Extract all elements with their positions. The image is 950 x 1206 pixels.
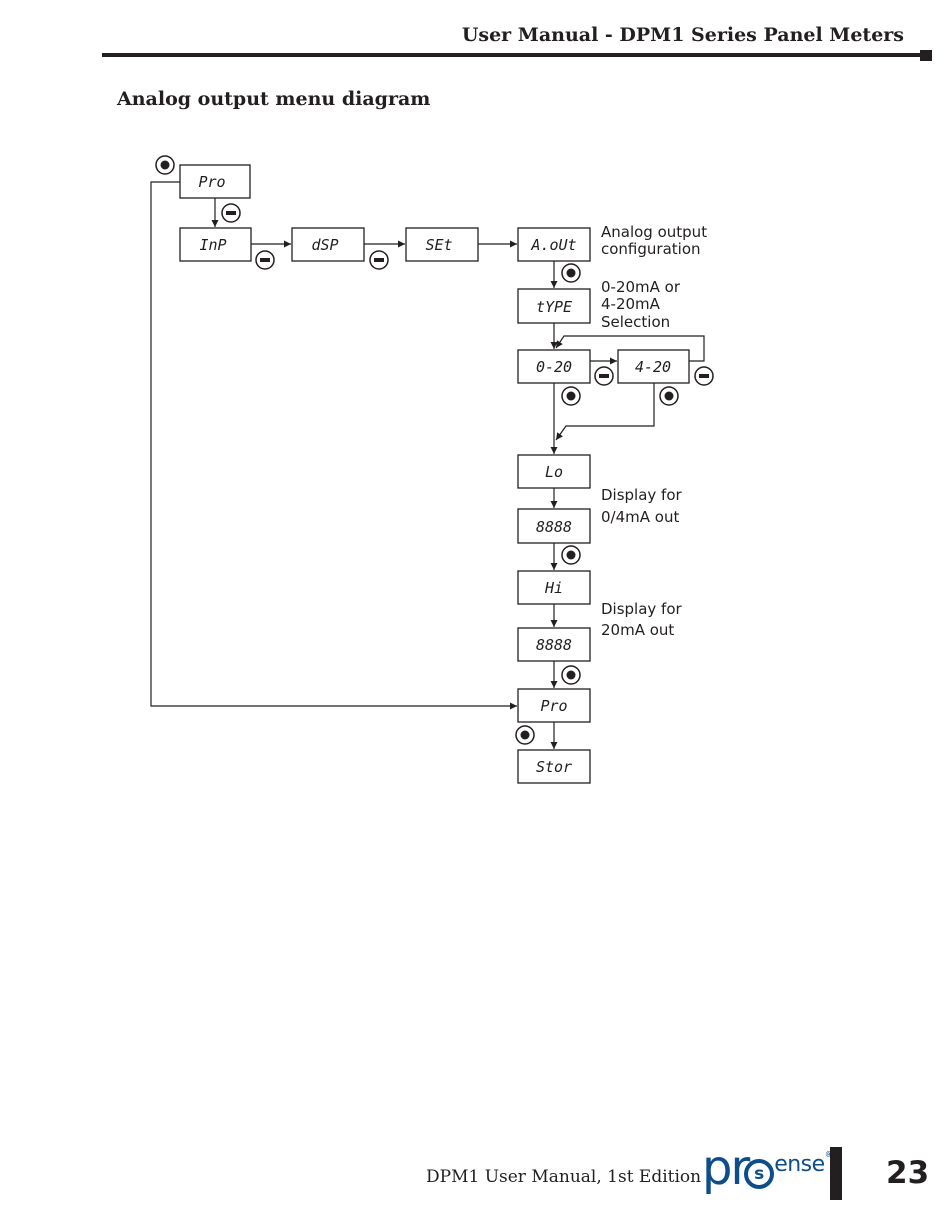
running-header: User Manual - DPM1 Series Panel Meters (461, 24, 904, 46)
display-text: Lo (545, 463, 563, 481)
loop-4-20-back-to-0-20 (555, 335, 705, 362)
page-number: 23 (886, 1155, 930, 1191)
display-box-dsp: dSP (291, 227, 365, 262)
display-box-type: tYPE (517, 288, 591, 324)
display-text: InP (199, 236, 226, 254)
section-title: Analog output menu diagram (117, 88, 431, 110)
enter-button-icon (561, 665, 581, 685)
enter-button-icon (561, 545, 581, 565)
display-text: Hi (544, 579, 563, 597)
display-box-lo: Lo (517, 454, 591, 489)
note-line: 0/4mA out (601, 508, 679, 526)
arrow-4-20-to-lo (555, 383, 655, 441)
display-text: Stor (536, 758, 572, 776)
note-line: Selection (601, 313, 670, 331)
note-line: Display for (601, 486, 683, 504)
footer-bar (830, 1147, 842, 1200)
display-text: dSP (311, 236, 338, 254)
minus-button-icon (594, 366, 614, 386)
minus-button-icon (221, 203, 241, 223)
display-box-hi-value: 8888 (517, 627, 591, 662)
note-line: Analog output (601, 223, 707, 241)
display-box-4-20: 4-20 (617, 349, 690, 384)
note-line: configuration (601, 240, 701, 258)
enter-button-icon (659, 386, 679, 406)
enter-button-icon (155, 155, 175, 175)
enter-button-icon (561, 263, 581, 283)
display-box-stor: Stor (517, 749, 591, 784)
note-display-low: Display for 0/4mA out (601, 486, 683, 526)
display-text: A.oUt (530, 236, 576, 254)
enter-button-icon (515, 725, 535, 745)
display-box-set: SEt (405, 227, 479, 262)
display-box-hi: Hi (517, 570, 591, 605)
display-text: Pro (198, 173, 225, 191)
note-line: 20mA out (601, 621, 674, 639)
display-text: Pro (540, 697, 567, 715)
footer-edition: DPM1 User Manual, 1st Edition (426, 1167, 702, 1187)
display-text: SEt (425, 236, 452, 254)
display-text: 8888 (536, 636, 572, 654)
display-text: tYPE (536, 298, 572, 316)
display-box-pro-bottom: Pro (517, 688, 591, 723)
note-line: 0-20mA or (601, 278, 681, 296)
display-box-lo-value: 8888 (517, 508, 591, 544)
enter-button-icon (561, 386, 581, 406)
display-box-pro-top: Pro (179, 164, 251, 199)
bypass-line-pro-to-pro (150, 181, 517, 710)
connector-lines (150, 181, 705, 749)
header-rule (102, 53, 924, 57)
note-analog-output-configuration: Analog output configuration (601, 223, 707, 258)
display-box-0-20: 0-20 (517, 349, 591, 384)
minus-button-icon (255, 250, 275, 270)
note-range-selection: 0-20mA or 4-20mA Selection (601, 278, 681, 331)
display-text: 0-20 (536, 358, 572, 376)
note-line: 4-20mA (601, 295, 661, 313)
display-box-inp: InP (179, 227, 252, 262)
display-box-aout: A.oUt (517, 227, 591, 262)
display-text: 8888 (536, 518, 572, 536)
minus-button-icon (369, 250, 389, 270)
display-text: 4-20 (635, 358, 671, 376)
minus-button-icon (694, 366, 714, 386)
note-line: Display for (601, 600, 683, 618)
header-rule-end-mark (920, 50, 932, 61)
note-display-high: Display for 20mA out (601, 600, 683, 639)
